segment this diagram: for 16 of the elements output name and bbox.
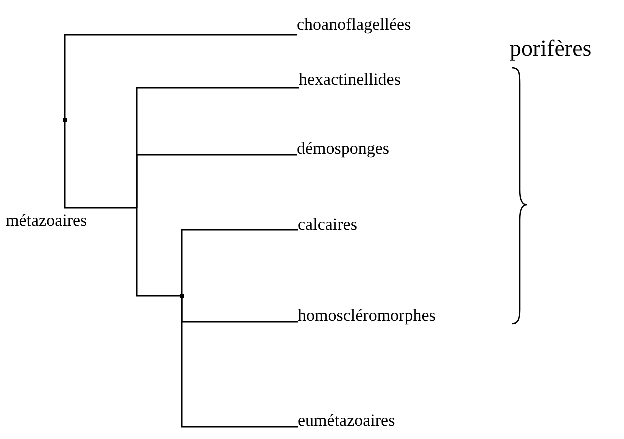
taxon-label: eumétazoaires	[298, 411, 396, 431]
taxon-label: homoscléromorphes	[298, 306, 436, 326]
branch-line	[64, 120, 137, 209]
branch-point	[63, 118, 67, 122]
taxon-label: hexactinellides	[299, 70, 401, 90]
taxon-label: démosponges	[297, 139, 390, 159]
branch-line	[181, 229, 298, 296]
taxon-label: choanoflagellées	[297, 15, 412, 35]
branch-line	[136, 154, 297, 208]
branch-line	[64, 34, 297, 120]
taxon-label: calcaires	[298, 215, 358, 235]
taxon-label: métazoaires	[6, 211, 88, 231]
branch-line	[136, 208, 182, 297]
branch-point	[180, 294, 184, 298]
group-label: porifères	[510, 36, 592, 62]
branch-line	[181, 296, 298, 428]
